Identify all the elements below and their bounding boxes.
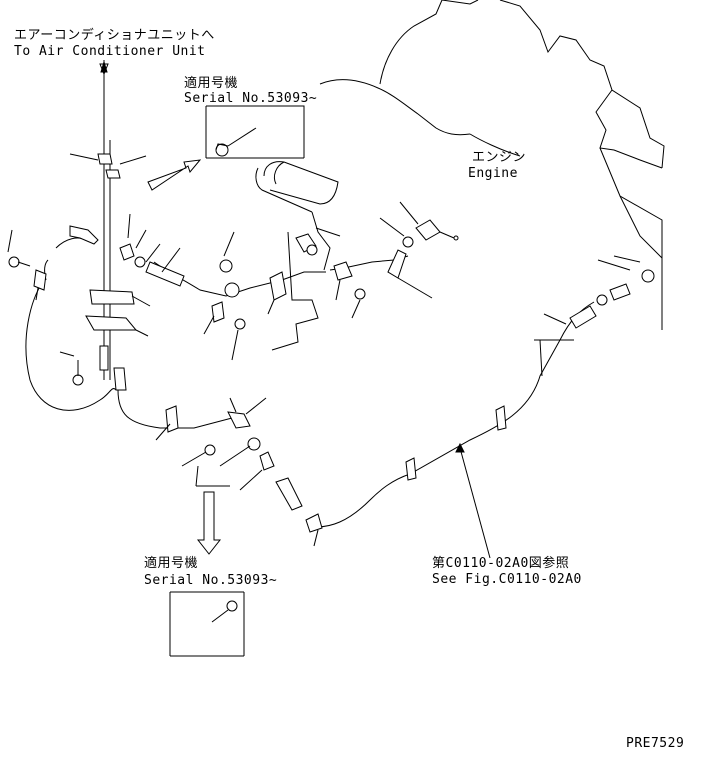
arrow-to-top-box xyxy=(147,159,202,191)
see-fig-leader xyxy=(455,442,491,559)
air-conditioner-label-jp: エアーコンディショナユニットへ xyxy=(14,28,215,43)
engine-bracket xyxy=(271,211,331,351)
engine-outline xyxy=(319,0,665,330)
engine-label-jp: エンジン xyxy=(472,150,527,165)
drawing-id: PRE7529 xyxy=(626,736,685,751)
small-parts xyxy=(7,153,655,533)
air-conditioner-label-en: To Air Conditioner Unit xyxy=(14,44,206,59)
see-fig-label-en: See Fig.C0110-02A0 xyxy=(432,572,582,587)
engine-label-en: Engine xyxy=(468,166,518,181)
see-fig-label-jp: 第C0110-02A0図参照 xyxy=(432,556,570,571)
serial-bottom-label-en: Serial No.53093~ xyxy=(144,573,278,588)
vertical-pipe xyxy=(99,60,111,380)
serial-top-label-jp: 適用号機 xyxy=(184,76,239,91)
arrow-down xyxy=(196,491,222,555)
engine-cylinder xyxy=(255,161,339,213)
serial-top-box xyxy=(205,105,305,159)
harness-main xyxy=(25,237,595,528)
serial-bottom-box xyxy=(169,591,245,657)
serial-bottom-label-jp: 適用号機 xyxy=(144,556,199,571)
leader-lines xyxy=(59,153,641,547)
serial-top-label-en: Serial No.53093~ xyxy=(184,91,318,106)
